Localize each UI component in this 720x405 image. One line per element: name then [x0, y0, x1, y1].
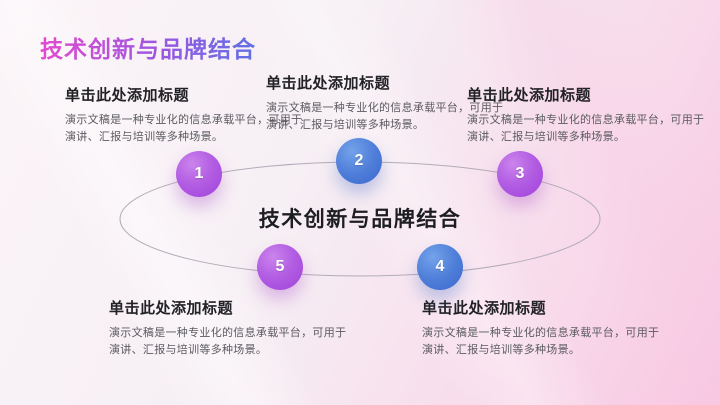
placeholder-block-5[interactable]: 单击此处添加标题 演示文稿是一种专业化的信息承载平台，可用于演讲、汇报与培训等多…	[109, 297, 349, 358]
node-number: 4	[435, 258, 445, 275]
node-number: 1	[194, 165, 204, 182]
orbit-node-5: 5	[257, 244, 303, 290]
placeholder-body[interactable]: 演示文稿是一种专业化的信息承载平台，可用于演讲、汇报与培训等多种场景。	[467, 114, 705, 143]
orbit-node-4: 4	[417, 244, 463, 290]
slide-title: 技术创新与品牌结合	[40, 30, 256, 64]
center-label: 技术创新与品牌结合	[258, 208, 462, 231]
placeholder-body[interactable]: 演示文稿是一种专业化的信息承载平台，可用于演讲、汇报与培训等多种场景。	[422, 327, 660, 356]
node-number: 2	[354, 152, 364, 169]
placeholder-block-4[interactable]: 单击此处添加标题 演示文稿是一种专业化的信息承载平台，可用于演讲、汇报与培训等多…	[422, 297, 662, 358]
placeholder-heading[interactable]: 单击此处添加标题	[65, 87, 190, 104]
orbit-node-1: 1	[176, 151, 222, 197]
orbit-node-2: 2	[336, 138, 382, 184]
placeholder-heading[interactable]: 单击此处添加标题	[467, 87, 592, 104]
placeholder-heading[interactable]: 单击此处添加标题	[266, 75, 391, 92]
placeholder-heading[interactable]: 单击此处添加标题	[109, 300, 234, 317]
placeholder-body[interactable]: 演示文稿是一种专业化的信息承载平台，可用于演讲、汇报与培训等多种场景。	[65, 114, 303, 143]
node-number: 5	[275, 258, 285, 275]
orbit-node-3: 3	[497, 151, 543, 197]
placeholder-block-1[interactable]: 单击此处添加标题 演示文稿是一种专业化的信息承载平台，可用于演讲、汇报与培训等多…	[65, 84, 305, 145]
placeholder-body[interactable]: 演示文稿是一种专业化的信息承载平台，可用于演讲、汇报与培训等多种场景。	[109, 327, 347, 356]
node-number: 3	[515, 165, 525, 182]
placeholder-block-2[interactable]: 单击此处添加标题 演示文稿是一种专业化的信息承载平台，可用于演讲、汇报与培训等多…	[266, 72, 506, 133]
placeholder-block-3[interactable]: 单击此处添加标题 演示文稿是一种专业化的信息承载平台，可用于演讲、汇报与培训等多…	[467, 84, 707, 145]
placeholder-heading[interactable]: 单击此处添加标题	[422, 300, 547, 317]
placeholder-body[interactable]: 演示文稿是一种专业化的信息承载平台，可用于演讲、汇报与培训等多种场景。	[266, 102, 504, 131]
